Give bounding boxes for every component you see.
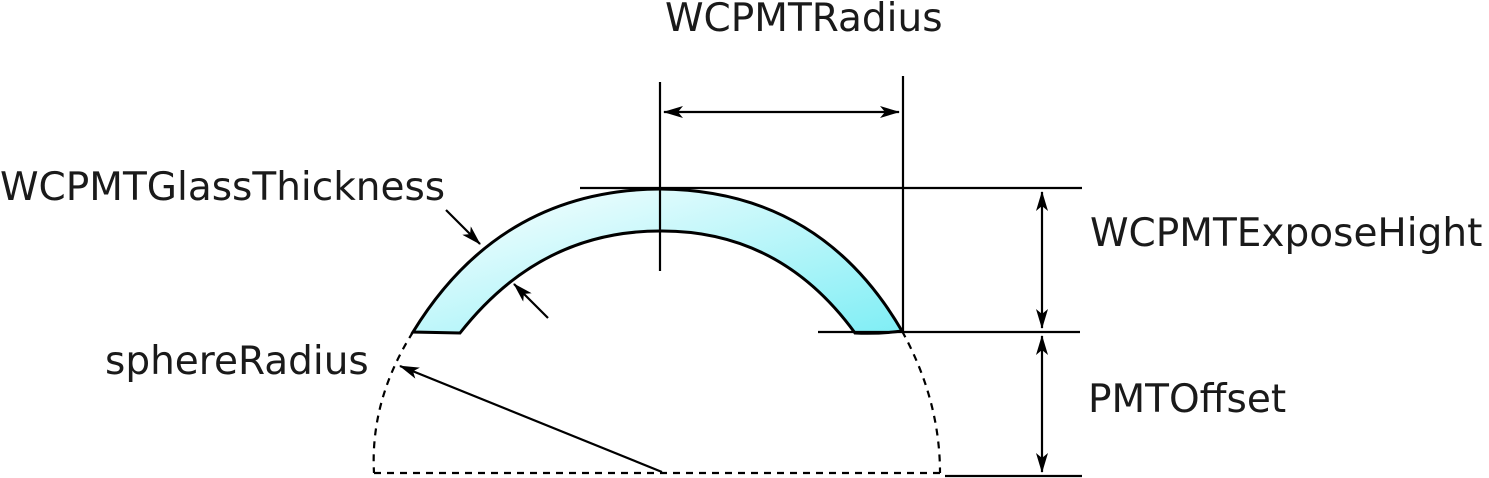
glass-shell bbox=[410, 187, 905, 335]
label-wcpmt-expose-height: WCPMTExposeHight bbox=[1090, 211, 1482, 256]
glass-thickness-inner-arrow bbox=[513, 283, 549, 319]
sphere-outline-left bbox=[372, 331, 414, 474]
label-wcpmt-radius: WCPMTRadius bbox=[665, 0, 943, 41]
label-sphere-radius: sphereRadius bbox=[105, 339, 369, 384]
sphere-radius-arrow bbox=[399, 364, 663, 474]
label-pmt-offset: PMTOffset bbox=[1088, 377, 1286, 422]
glass-thickness-outer-arrow bbox=[445, 209, 481, 245]
sphere-outline-right bbox=[901, 330, 942, 474]
label-wcpmt-glass-thickness: WCPMTGlassThickness bbox=[0, 165, 445, 210]
